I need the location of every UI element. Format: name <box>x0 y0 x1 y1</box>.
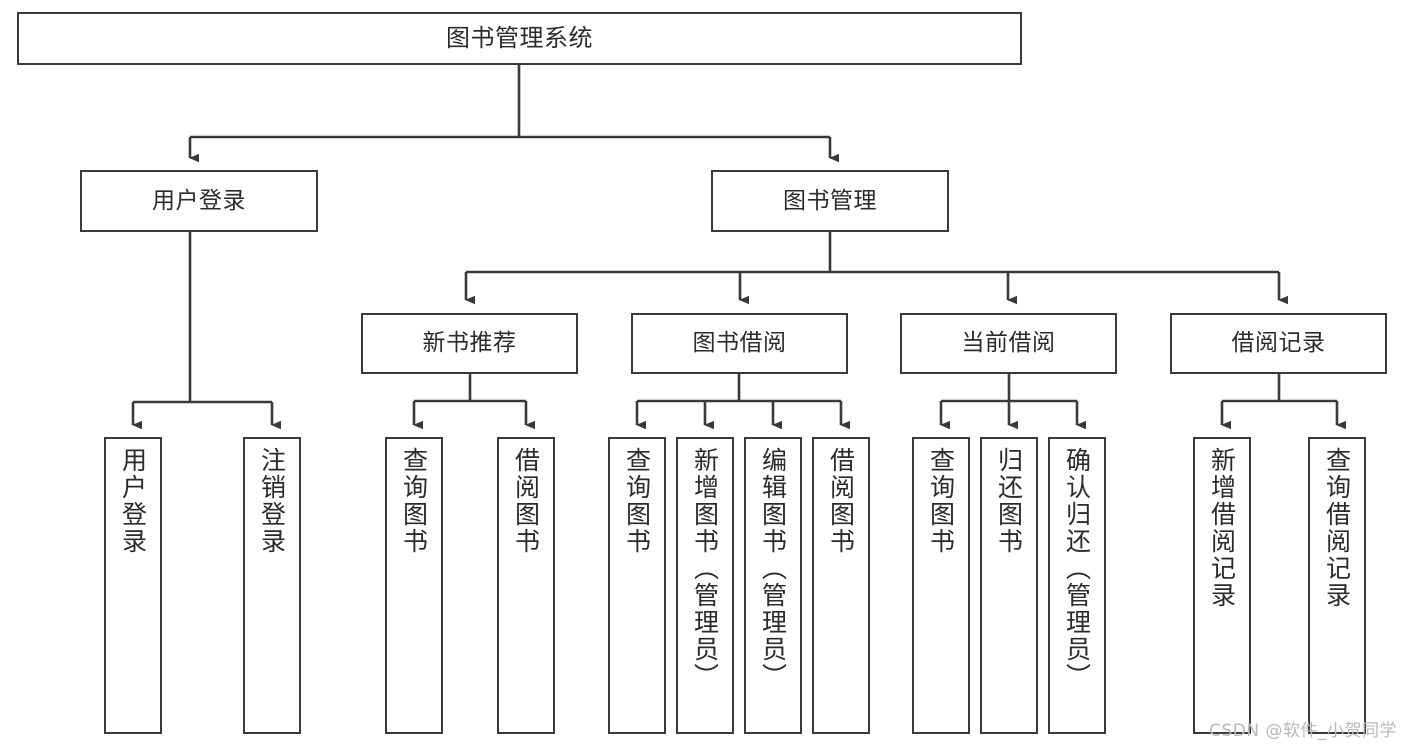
node-book-borrow[interactable]: 图书借阅 <box>631 313 848 374</box>
node-label: 用户登录 <box>152 187 246 214</box>
node-label: 查询图书 <box>926 447 956 555</box>
node-label: 图书管理系统 <box>446 23 593 52</box>
node-borrow-record[interactable]: 借阅记录 <box>1170 313 1387 374</box>
node-label: 确认归还（管理员） <box>1062 447 1092 690</box>
node-label: 当前借阅 <box>961 330 1056 357</box>
node-label: 查询图书 <box>622 447 652 555</box>
node-label: 新书推荐 <box>422 330 517 357</box>
leaf-user-login-logout[interactable]: 注销登录 <box>243 437 301 734</box>
leaf-new-book-borrow[interactable]: 借阅图书 <box>497 437 555 734</box>
leaf-book-borrow-borrow[interactable]: 借阅图书 <box>812 437 870 734</box>
node-label: 用户登录 <box>118 447 148 555</box>
leaf-book-borrow-edit[interactable]: 编辑图书（管理员） <box>744 437 802 734</box>
leaf-book-borrow-add[interactable]: 新增图书（管理员） <box>676 437 734 734</box>
node-label: 注销登录 <box>257 447 287 555</box>
leaf-new-book-query[interactable]: 查询图书 <box>385 437 443 734</box>
leaf-current-borrow-confirm-return[interactable]: 确认归还（管理员） <box>1048 437 1106 734</box>
node-label: 新增借阅记录 <box>1207 447 1237 609</box>
node-label: 图书管理 <box>783 187 877 214</box>
node-new-book-recommend[interactable]: 新书推荐 <box>361 313 578 374</box>
node-label: 查询图书 <box>399 447 429 555</box>
watermark: CSDN @软件_小贺同学 <box>1209 721 1397 741</box>
node-book-management[interactable]: 图书管理 <box>711 170 949 232</box>
node-label: 新增图书（管理员） <box>690 447 720 690</box>
node-label: 借阅记录 <box>1231 330 1326 357</box>
node-label: 借阅图书 <box>511 447 541 555</box>
node-label: 查询借阅记录 <box>1322 447 1352 609</box>
node-root-system[interactable]: 图书管理系统 <box>17 12 1022 65</box>
leaf-borrow-record-add[interactable]: 新增借阅记录 <box>1193 437 1251 734</box>
leaf-current-borrow-return[interactable]: 归还图书 <box>980 437 1038 734</box>
node-label: 编辑图书（管理员） <box>758 447 788 690</box>
leaf-current-borrow-query[interactable]: 查询图书 <box>912 437 970 734</box>
node-label: 归还图书 <box>994 447 1024 555</box>
leaf-borrow-record-query[interactable]: 查询借阅记录 <box>1308 437 1366 734</box>
node-label: 借阅图书 <box>826 447 856 555</box>
node-label: 图书借阅 <box>692 330 787 357</box>
leaf-user-login-login[interactable]: 用户登录 <box>104 437 162 734</box>
node-user-login[interactable]: 用户登录 <box>80 170 318 232</box>
node-current-borrow[interactable]: 当前借阅 <box>900 313 1117 374</box>
leaf-book-borrow-query[interactable]: 查询图书 <box>608 437 666 734</box>
